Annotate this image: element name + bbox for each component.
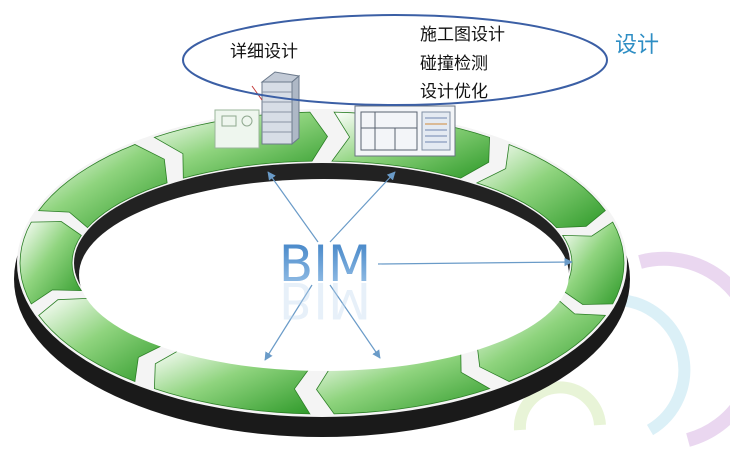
ring-segment [475,143,606,229]
bim-label-reflection: BIM [279,271,371,329]
bubble-left-item: 详细设计 [230,42,298,62]
ring-segment [19,221,83,305]
arrow-to-bottom-left [264,284,313,361]
ring [14,109,630,437]
arrow-to-right [377,257,573,267]
phase-label: 设计 [615,33,659,58]
background-decoration [513,251,730,447]
floor-plan-image [354,105,456,157]
building-model-image [214,71,301,149]
bubble-outline [182,14,608,106]
ring-segment [37,144,168,229]
bubble-right-item-1: 施工图设计 [420,25,505,45]
bim-label: BIM [279,235,371,293]
arrow-to-top-left [267,171,319,243]
bubble-right-item-3: 设计优化 [420,82,488,102]
bubble-right-item-2: 碰撞检测 [420,54,488,74]
design-bubble: 详细设计 施工图设计 碰撞检测 设计优化 [182,14,608,106]
arrow-to-top-right [329,171,396,243]
ring-segments [19,111,625,415]
arrow-to-bottom [329,284,381,359]
bim-arrows [264,171,573,361]
ring-inner-hole [79,179,569,371]
